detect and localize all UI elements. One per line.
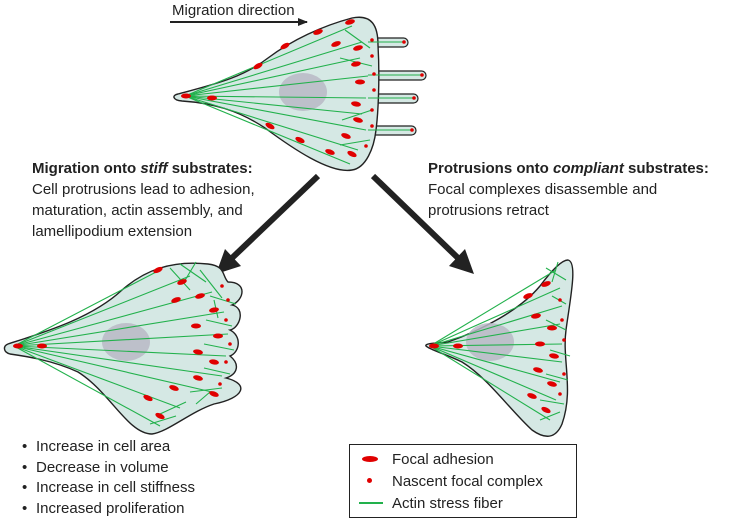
arrow-to-compliant <box>370 173 461 261</box>
compliant-substrate-heading: Protrusions onto compliant substrates: <box>428 160 709 177</box>
legend-item-nascent-focal-complex: Nascent focal complex <box>350 470 543 492</box>
compliant-substrate-cell <box>425 259 574 437</box>
migration-direction-label: Migration direction <box>172 2 295 19</box>
stiff-effects-list: Increase in cell area Decrease in volume… <box>22 437 195 519</box>
actin-stress-fiber-icon <box>350 492 392 514</box>
list-item: Increase in cell area <box>22 437 195 458</box>
migrating-cell <box>173 16 427 172</box>
legend-item-actin-stress-fiber: Actin stress fiber <box>350 492 503 514</box>
legend-item-focal-adhesion: Focal adhesion <box>350 448 494 470</box>
list-item: Increase in cell stiffness <box>22 478 195 499</box>
outcome-arrows <box>216 173 474 274</box>
compliant-substrate-caption: Protrusions onto compliant substrates: F… <box>428 160 709 219</box>
legend: Focal adhesion Nascent focal complex Act… <box>349 444 577 518</box>
migrating-cell-nucleus <box>279 73 327 111</box>
stiff-cell-focal-adhesions <box>13 266 232 420</box>
compliant-cell-stress-fibers <box>429 261 571 421</box>
list-item: Increased proliferation <box>22 499 195 520</box>
nascent-focal-complex-icon <box>350 470 392 492</box>
stiff-substrate-heading: Migration onto stiff substrates: <box>32 160 253 177</box>
stiff-substrate-caption: Migration onto stiff substrates: Cell pr… <box>32 160 255 240</box>
arrow-to-stiff <box>229 173 321 261</box>
list-item: Decrease in volume <box>22 458 195 479</box>
stiff-substrate-cell <box>3 261 243 435</box>
stiff-cell-nucleus <box>102 323 150 361</box>
compliant-cell-focal-adhesions <box>429 281 566 414</box>
focal-adhesion-icon <box>350 448 392 470</box>
migrating-cell-focal-adhesions <box>181 19 424 158</box>
